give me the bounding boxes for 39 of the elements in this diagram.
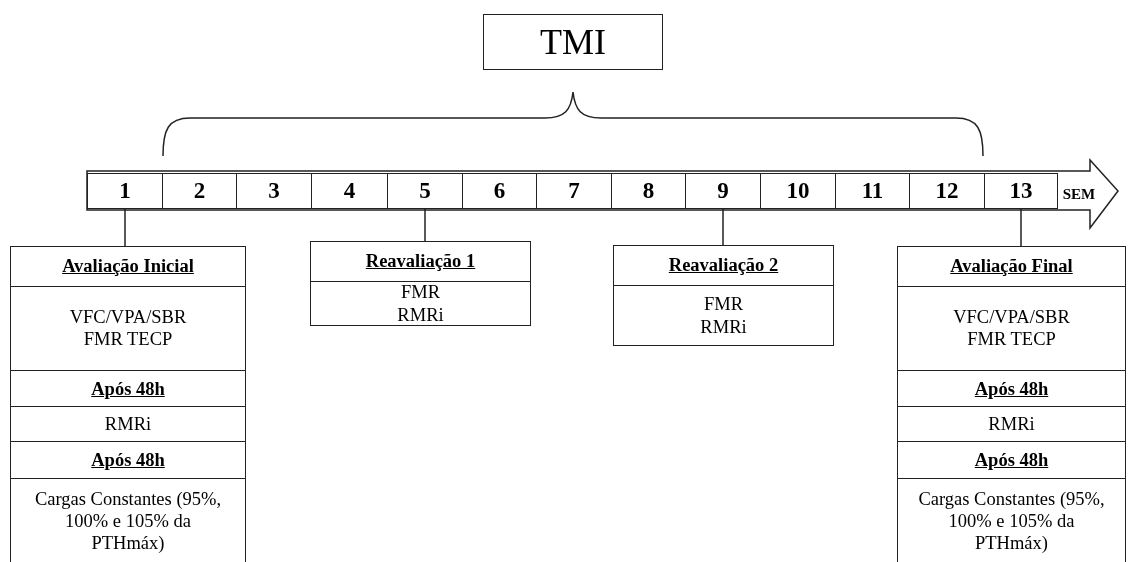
connector-line	[424, 208, 426, 242]
table-heading: Reavaliação 2	[668, 254, 779, 277]
week-box: 2	[162, 173, 237, 209]
table-heading: Após 48h	[974, 377, 1049, 400]
week-box: 11	[835, 173, 910, 209]
week-box: 7	[536, 173, 612, 209]
week-box: 10	[760, 173, 836, 209]
table-text: VFC/VPA/SBR FMR TECP	[953, 306, 1070, 351]
table-text: Cargas Constantes (95%, 100% e 105% da PTHmáx)	[917, 487, 1106, 555]
week-box: 13	[984, 173, 1058, 209]
week-box: 12	[909, 173, 985, 209]
table-text: Cargas Constantes (95%, 100% e 105% da PTHmáx)	[33, 487, 223, 555]
week-box: 4	[311, 173, 388, 209]
title-box: TMI	[483, 14, 663, 70]
arrow-label: SEM	[1062, 185, 1096, 203]
connector-line	[722, 208, 724, 246]
assessment-table	[613, 245, 834, 346]
table-heading: Após 48h	[974, 448, 1049, 471]
assessment-table	[897, 246, 1126, 562]
connector-line	[1020, 208, 1022, 247]
table-text: FMR RMRi	[397, 281, 444, 326]
week-box: 6	[462, 173, 537, 209]
table-heading: Após 48h	[91, 448, 165, 471]
table-text: FMR RMRi	[700, 293, 747, 338]
table-heading: Avaliação Final	[950, 255, 1073, 278]
table-text: RMRi	[988, 412, 1035, 435]
table-text: VFC/VPA/SBR FMR TECP	[69, 306, 187, 351]
week-box: 9	[685, 173, 761, 209]
connector-line	[124, 208, 126, 247]
week-box: 1	[87, 173, 163, 209]
table-heading: Avaliação Inicial	[62, 255, 194, 278]
table-text: RMRi	[104, 412, 152, 435]
assessment-table	[10, 246, 246, 562]
table-heading: Após 48h	[91, 377, 165, 400]
week-box: 3	[236, 173, 312, 209]
assessment-table	[310, 241, 531, 326]
week-box: 8	[611, 173, 686, 209]
table-heading: Reavaliação 1	[365, 250, 476, 273]
week-box: 5	[387, 173, 463, 209]
